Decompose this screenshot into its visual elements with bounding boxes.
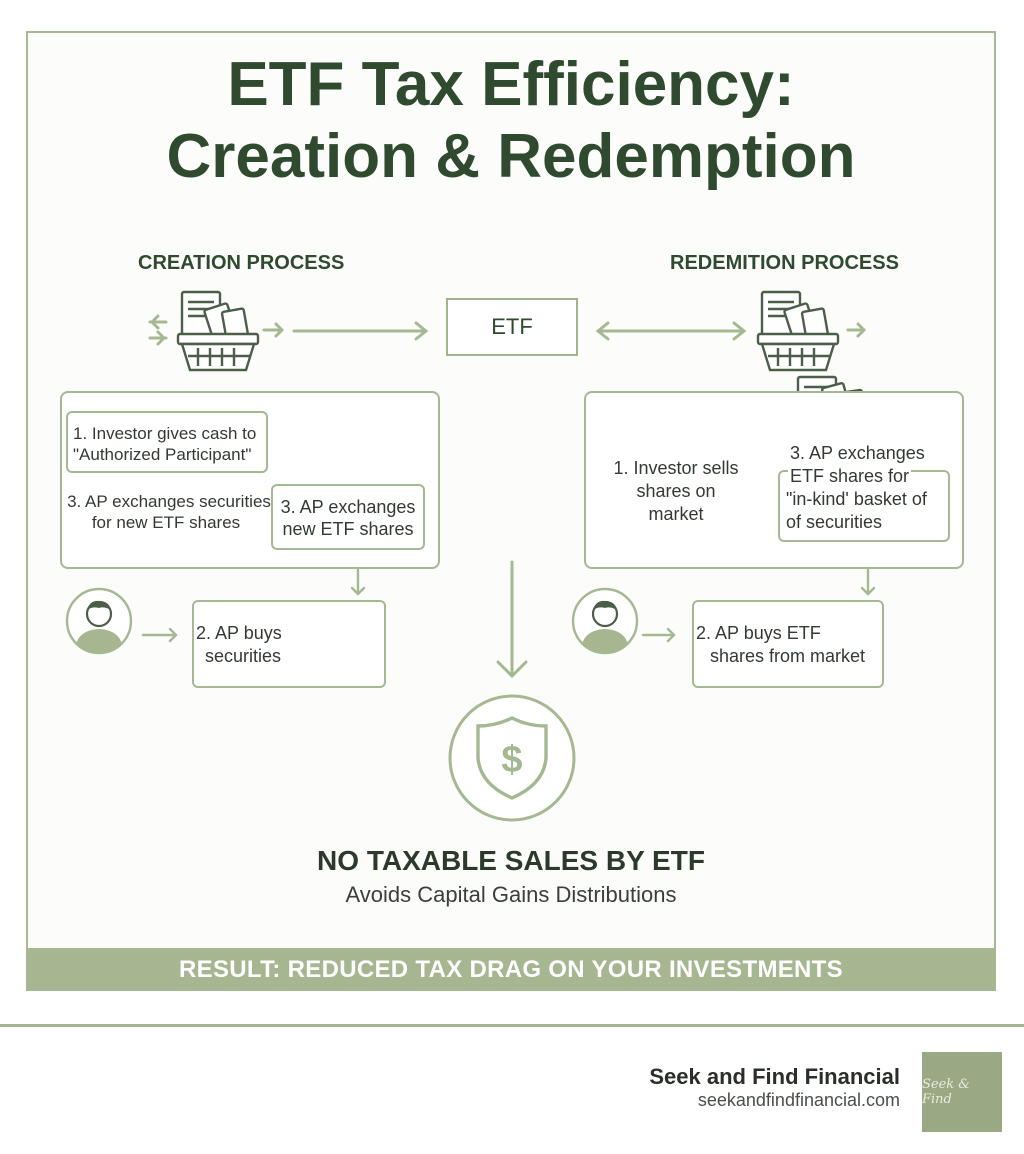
brand-name: Seek and Find Financial [649, 1064, 900, 1089]
basket-icon [176, 290, 260, 372]
arrow-icon [148, 314, 867, 346]
redemption-step-3-line-2: ETF shares for [788, 465, 912, 488]
etf-box: ETF [446, 298, 578, 356]
svg-text:$: $ [501, 739, 522, 781]
redemption-step-2-box [692, 600, 884, 688]
creation-step-2-box [192, 600, 386, 688]
creation-step-3b-line-2: new ETF shares [282, 519, 414, 539]
title-line-2: Creation & Redemption [166, 122, 856, 191]
redemption-step-1-line-2: shares on [636, 481, 716, 501]
redemption-process-label: REDEMITION PROCESS [670, 252, 899, 274]
result-banner: RESULT: REDUCED TAX DRAG ON YOUR INVESTM… [26, 948, 996, 991]
footer-divider [0, 1024, 1024, 1027]
redemption-step-3-line-1: 3. AP exchanges [788, 442, 927, 465]
person-icon [571, 587, 639, 655]
basket-icon [756, 290, 840, 372]
creation-step-3b-line-1: 3. AP exchanges [280, 497, 416, 517]
creation-step-2-line-2: securities [205, 646, 282, 666]
brand-url[interactable]: seekandfindfinancial.com [697, 1090, 900, 1110]
creation-step-1-box [66, 411, 268, 473]
title-line-1: ETF Tax Efficiency: [227, 50, 795, 119]
redemption-step-1-line-1: 1. Investor sells [613, 458, 739, 478]
redemption-step-2-line-1: 2. AP buys ETF [696, 623, 821, 643]
person-icon [65, 587, 133, 655]
creation-step-3a-line-2: for new ETF shares [91, 513, 241, 532]
redemption-step-3-line-4: of securities [786, 512, 883, 532]
creation-step-1-line-2: "Authorized Participant" [73, 445, 252, 464]
redemption-step-3-line-3: "in-kind' basket of [786, 489, 927, 509]
result-subline: Avoids Capital Gains Distributions [345, 882, 677, 907]
result-headline: NO TAXABLE SALES BY ETF [317, 845, 705, 876]
creation-step-1-line-1: 1. Investor gives cash to [73, 424, 257, 443]
creation-step-3a-line-1: 3. AP exchanges securities [67, 492, 271, 511]
brand-logo: Seek & Find [922, 1052, 1002, 1132]
brand-logo-text: Seek & Find [922, 1077, 970, 1107]
redemption-step-1-line-3: market [648, 504, 704, 524]
shield-dollar-icon: $ [448, 694, 576, 822]
redemption-step-2-line-2: shares from market [710, 646, 866, 666]
creation-step-3b-box [271, 484, 425, 550]
creation-process-label: CREATION PROCESS [138, 252, 345, 274]
creation-step-2-line-1: 2. AP buys [196, 623, 282, 643]
